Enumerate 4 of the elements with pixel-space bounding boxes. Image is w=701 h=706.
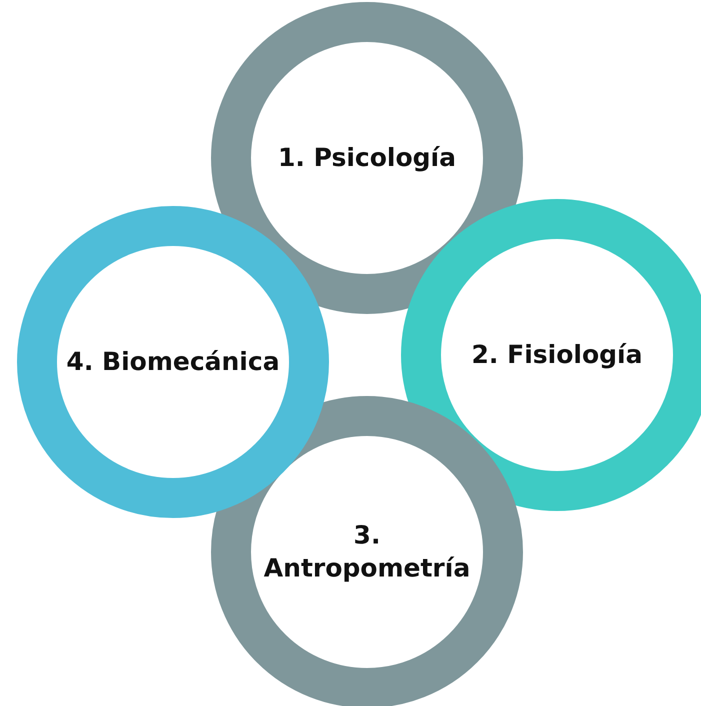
- ring-label: 3. Antropometría: [262, 520, 472, 584]
- ring-label: 4. Biomecánica: [65, 346, 281, 378]
- ring-label: 1. Psicología: [276, 142, 457, 174]
- ring-label: 2. Fisiología: [470, 338, 644, 371]
